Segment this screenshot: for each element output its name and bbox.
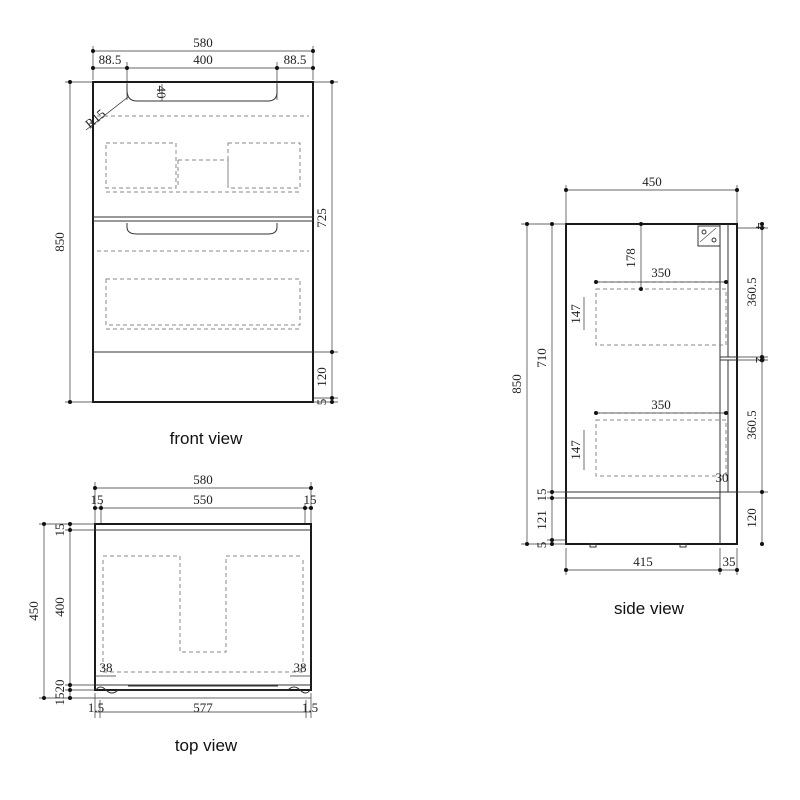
dim-lower-drawer-front: 147 [568,440,583,460]
dim-side-left: 15 [91,492,104,507]
dim-handle-offset-right: 38 [294,660,307,675]
top-view: 580 15 550 15 38 38 450 [26,472,318,755]
dim-upper-drawer-depth: 350 [651,265,671,280]
dim-handle-width: 400 [193,52,213,67]
dim-side-plinth-height: 120 [744,508,759,528]
dim-mid-gap: 2 [753,357,768,364]
dim-carcass-depth: 415 [633,554,653,569]
dim-base-panel: 15 [534,489,549,502]
dim-right-margin: 88.5 [284,52,307,67]
dim-door-thickness: 35 [723,554,736,569]
dim-front-panel: 15 [52,693,67,706]
lower-drawer-box [595,419,727,477]
dim-top-overall-width: 580 [193,472,213,487]
top-view-caption: top view [175,736,238,755]
side-view-caption: side view [614,599,685,618]
dim-plinth-height: 120 [314,367,329,387]
dim-edge-left: 1.5 [88,700,104,715]
hinge-fitting [697,225,721,247]
dim-side-right: 15 [304,492,317,507]
front-view-caption: front view [170,429,243,448]
dim-lower-drawer-height: 360.5 [744,410,759,439]
dim-drawer-height: 725 [314,208,329,228]
upper-drawer-box [595,288,727,346]
dim-side-overall-height: 850 [509,374,524,394]
dim-upper-drawer-height: 360.5 [744,277,759,306]
dim-left-margin: 88.5 [99,52,122,67]
dim-handle-offset-left: 38 [100,660,113,675]
front-view: 580 88.5 400 88.5 40 R15 [52,35,338,448]
dim-overall-height: 850 [52,232,67,252]
side-view: 450 350 178 147 350 147 [509,174,768,618]
front-edge-profile [95,686,311,694]
dim-lower-drawer-depth: 350 [651,397,671,412]
dim-front-gap: 20 [52,680,67,693]
lower-handle-recess [126,223,278,235]
dim-body-height: 710 [534,348,549,368]
dim-front-offset: 30 [716,470,729,485]
dim-plinth-inner: 121 [534,510,549,530]
dim-inner-depth: 400 [52,597,67,617]
top-cabinet-outline [94,523,312,691]
dim-handle-depth: 40 [154,86,169,99]
dim-upper-drop: 178 [623,248,638,268]
dim-overall-width: 580 [193,35,213,50]
dim-side-overall-depth: 450 [642,174,662,189]
dim-top-overall-depth: 450 [26,601,41,621]
dim-inner-width: 550 [193,492,213,507]
dim-front-width: 577 [193,700,213,715]
dim-top-gap: 4 [753,223,768,230]
dim-side-foot-height: 5 [534,542,549,549]
top-handle-recess [126,84,278,102]
dim-edge-right: 1.5 [302,700,318,715]
dim-corner-radius: R15 [82,106,108,131]
dim-upper-drawer-front: 147 [568,304,583,324]
dim-foot-height: 5 [314,399,329,406]
dim-back-panel: 15 [52,524,67,537]
side-carcass-outline [565,223,738,545]
front-cabinet-outline [92,81,314,403]
